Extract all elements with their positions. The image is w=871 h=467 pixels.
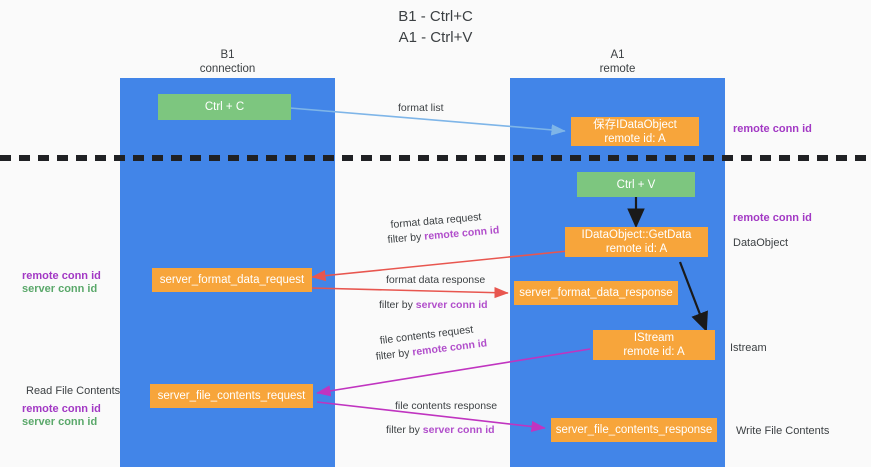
node-idataobject-getdata-line1: IDataObject::GetData [581,229,692,241]
edge-label-format-list: format list [398,102,444,114]
node-istream-line1: IStream [633,332,675,344]
annotation-istream: Istream [730,342,767,354]
annotation-read-file-contents: Read File Contents [26,385,121,397]
lane-header-b1-sub: connection [199,63,256,75]
edge-label-file-contents-response: file contents response [395,400,498,412]
node-server-format-data-response-line1: server_format_data_response [519,287,673,299]
node-ctrl-c-line1: Ctrl + C [204,101,245,113]
node-server-format-data-response[interactable]: server_format_data_response [514,281,678,305]
annotation-left-remote-conn-id-bot: remote conn id [22,403,101,415]
title-line-2: A1 - Ctrl+V [398,29,473,46]
node-ctrl-v-line1: Ctrl + V [616,178,656,191]
node-server-format-data-request[interactable]: server_format_data_request [152,268,312,292]
node-server-file-contents-request[interactable]: server_file_contents_request [150,384,313,408]
connector-format-data-response [311,287,509,299]
annotation-left-server-conn-id-mid: server conn id [22,283,98,295]
lane-header-a1: A1 remote [510,48,725,76]
edge-label-file-contents-response-filter: filter by server conn id [386,423,495,437]
node-save-idataobject-line2: remote id: A [604,132,666,145]
edge-label-format-data-response-filter: filter by server conn id [379,298,488,312]
filter-by-text-3: filter by [375,346,414,363]
lane-header-b1-name: B1 [220,49,235,61]
server-conn-id-text-2: server conn id [415,299,488,311]
node-server-file-contents-request-line1: server_file_contents_request [157,390,306,402]
lane-header-a1-sub: remote [599,63,636,75]
lane-header-a1-name: A1 [610,49,625,61]
title-line-1: B1 - Ctrl+C [398,8,473,25]
server-conn-id-text-4: server conn id [422,424,495,436]
node-idataobject-getdata-line2: remote id: A [605,243,668,255]
node-save-idataobject[interactable]: 保存IDataObject remote id: A [571,117,699,146]
node-server-file-contents-response-line1: server_file_contents_response [555,424,713,436]
annotation-left-server-conn-id-bot: server conn id [22,416,98,428]
edge-label-format-data-response: format data response [386,274,486,286]
node-ctrl-c[interactable]: Ctrl + C [158,94,291,120]
node-istream-line2: remote id: A [623,346,685,358]
annotation-remote-conn-id-mid: remote conn id [733,212,812,224]
filter-by-text-1: filter by [387,230,425,246]
node-save-idataobject-line1: 保存IDataObject [593,118,677,131]
node-istream[interactable]: IStream remote id: A [593,330,715,360]
filter-by-text-2: filter by [379,299,416,311]
node-server-file-contents-response[interactable]: server_file_contents_response [551,418,717,442]
node-server-format-data-request-line1: server_format_data_request [159,274,305,286]
page-title: B1 - Ctrl+C A1 - Ctrl+V [0,6,871,48]
annotation-write-file-contents: Write File Contents [736,425,830,437]
filter-by-text-4: filter by [386,424,423,436]
lane-header-b1: B1 connection [120,48,335,76]
annotation-remote-conn-id-top: remote conn id [733,123,812,135]
node-idataobject-getdata[interactable]: IDataObject::GetData remote id: A [565,227,708,257]
annotation-left-remote-conn-id-mid: remote conn id [22,270,101,282]
node-ctrl-v[interactable]: Ctrl + V [577,172,695,197]
annotation-dataobject: DataObject [733,237,789,249]
